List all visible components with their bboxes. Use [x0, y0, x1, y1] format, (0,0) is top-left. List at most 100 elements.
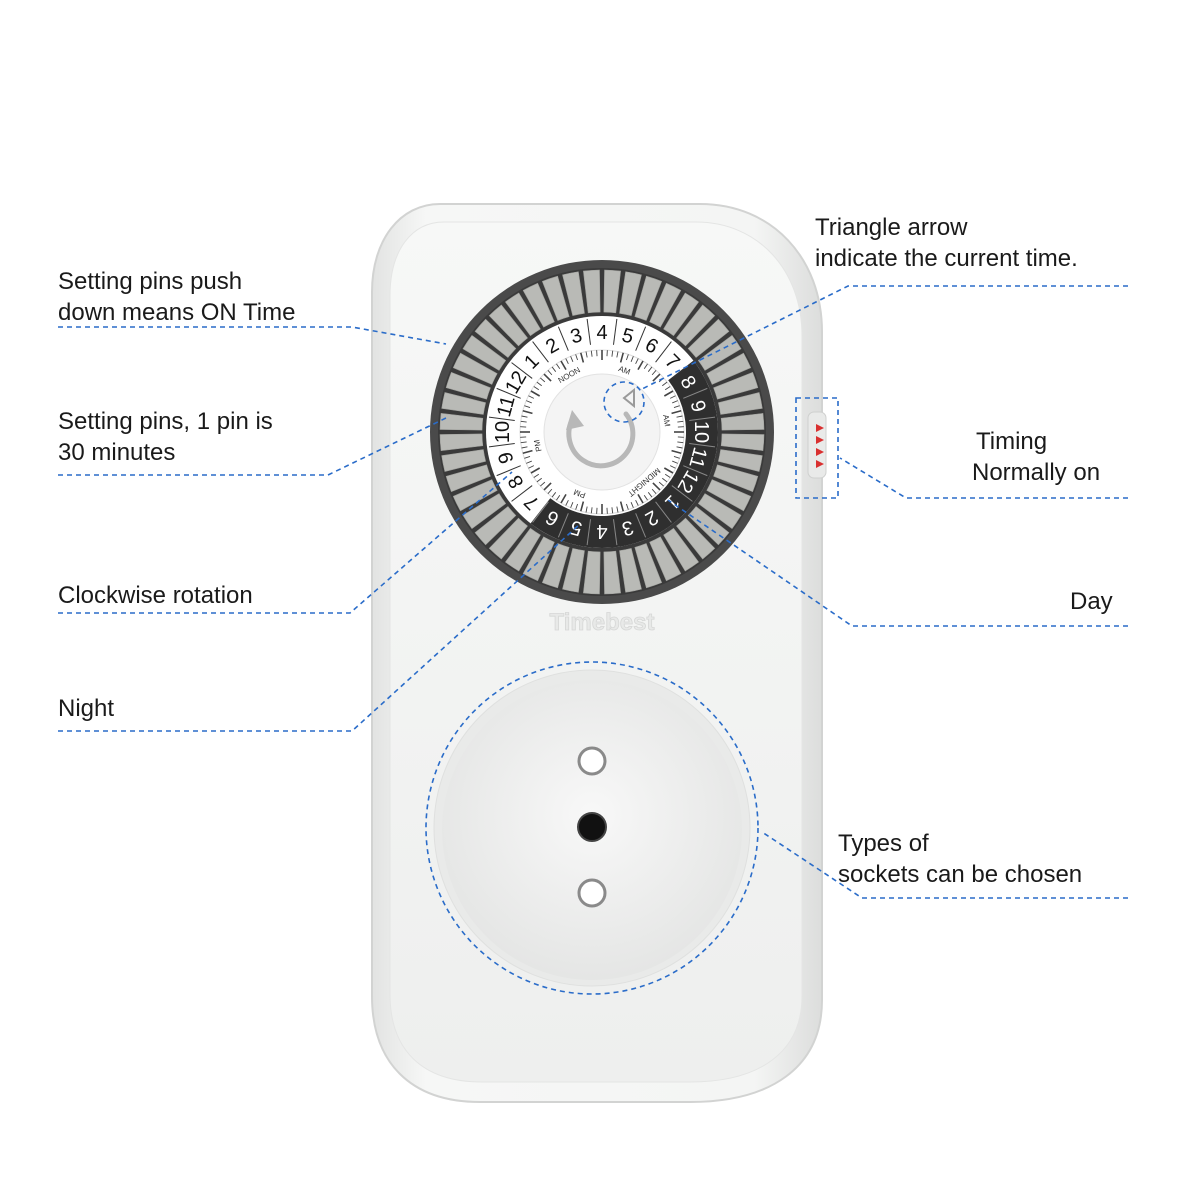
setting-pin[interactable] — [720, 413, 765, 431]
setting-pin[interactable] — [462, 334, 507, 371]
minute-tick — [626, 354, 629, 361]
setting-pin[interactable] — [663, 527, 700, 572]
setting-pin[interactable] — [439, 413, 484, 431]
annotation-line: Timing — [976, 428, 1048, 455]
setting-pin[interactable] — [541, 275, 570, 321]
setting-pin[interactable] — [697, 493, 742, 530]
minute-tick — [672, 400, 678, 404]
annotation-pin-duration: Setting pins, 1 pin is 30 minutes — [58, 406, 273, 468]
setting-pin[interactable] — [687, 506, 730, 546]
setting-pin[interactable] — [649, 282, 682, 328]
setting-pin[interactable] — [720, 433, 765, 451]
hour-divider — [635, 326, 647, 351]
setting-pin[interactable] — [541, 543, 570, 589]
setting-pin[interactable] — [713, 464, 759, 493]
setting-pin[interactable] — [504, 527, 541, 572]
minute-tick — [570, 356, 574, 362]
minute-tick — [616, 351, 619, 358]
minute-tick — [637, 493, 644, 504]
setting-pin[interactable] — [634, 275, 663, 321]
setting-pin[interactable] — [676, 304, 716, 347]
setting-pin[interactable] — [474, 506, 517, 546]
dial-mark: AM — [661, 414, 672, 428]
setting-pin[interactable] — [562, 271, 585, 316]
socket-hole-earth — [577, 812, 607, 842]
minute-tick — [560, 493, 567, 504]
setting-pin[interactable] — [619, 548, 642, 593]
triangle-arrow-icon — [622, 387, 635, 409]
hour-number: 3 — [619, 516, 635, 540]
minute-tick — [619, 352, 624, 363]
setting-pin[interactable] — [583, 550, 601, 595]
minute-tick — [635, 499, 639, 506]
setting-pin[interactable] — [676, 517, 716, 560]
setting-pin[interactable] — [522, 282, 555, 328]
minute-tick — [652, 373, 661, 382]
socket-hole-top — [577, 746, 607, 776]
hour-divider — [671, 362, 693, 379]
minute-tick — [565, 499, 569, 506]
hour-number: 10 — [492, 421, 514, 443]
minute-tick — [673, 405, 680, 408]
dial-mark: PM — [532, 438, 543, 452]
hour-divider — [683, 387, 708, 399]
hour-divider — [586, 318, 592, 345]
setting-pin[interactable] — [445, 371, 491, 400]
minute-tick — [611, 350, 614, 357]
dial-knob[interactable] — [543, 373, 661, 491]
annotation-line: down means ON Time — [58, 299, 296, 326]
setting-pin[interactable] — [649, 536, 682, 582]
minute-tick — [551, 366, 557, 372]
minute-tick — [630, 356, 634, 362]
setting-pin[interactable] — [706, 479, 752, 512]
setting-pin[interactable] — [488, 517, 528, 560]
power-socket — [433, 669, 751, 987]
setting-pin[interactable] — [452, 352, 498, 385]
setting-pin[interactable] — [583, 269, 601, 314]
setting-pin[interactable] — [452, 479, 498, 512]
setting-pin[interactable] — [439, 433, 484, 451]
setting-pin[interactable] — [619, 271, 642, 316]
setting-pin[interactable] — [488, 304, 528, 347]
timing-switch[interactable] — [807, 411, 827, 479]
setting-pin[interactable] — [634, 543, 663, 589]
hour-divider — [689, 416, 716, 422]
minute-tick — [575, 354, 578, 361]
socket-highlight-circle — [425, 661, 759, 995]
minute-tick — [676, 415, 683, 418]
minute-tick — [575, 503, 578, 510]
minute-tick — [637, 360, 644, 371]
setting-pins-ring[interactable] — [439, 269, 765, 595]
annotation-setting-pins-on: Setting pins push down means ON Time — [58, 266, 295, 328]
setting-pin[interactable] — [562, 548, 585, 593]
socket-hole-bottom — [577, 878, 607, 908]
setting-pin[interactable] — [441, 449, 486, 472]
minute-tick — [664, 473, 671, 478]
setting-pin[interactable] — [687, 318, 730, 358]
hour-divider — [488, 442, 515, 448]
setting-pin[interactable] — [504, 292, 541, 337]
setting-pin[interactable] — [462, 493, 507, 530]
setting-pin[interactable] — [441, 392, 486, 415]
hour-divider — [532, 341, 549, 363]
minute-tick — [522, 410, 533, 415]
setting-pin[interactable] — [718, 449, 763, 472]
hour-divider — [557, 513, 569, 538]
setting-pin[interactable] — [474, 318, 517, 358]
annotation-socket-types: Types of sockets can be chosen — [838, 828, 1082, 890]
setting-pin[interactable] — [706, 352, 752, 385]
minute-tick — [619, 501, 624, 512]
setting-pin[interactable] — [603, 550, 621, 595]
annotation-timing-normally-on: Timing Normally on — [972, 426, 1100, 488]
setting-pin[interactable] — [445, 464, 491, 493]
annotation-triangle-arrow: Triangle arrow indicate the current time… — [815, 212, 1078, 274]
setting-pin[interactable] — [603, 269, 621, 314]
dial-mark: AM — [617, 364, 632, 377]
setting-pin[interactable] — [718, 392, 763, 415]
setting-pin[interactable] — [663, 292, 700, 337]
setting-pin[interactable] — [713, 371, 759, 400]
minute-tick — [536, 477, 542, 483]
setting-pin[interactable] — [522, 536, 555, 582]
setting-pin[interactable] — [697, 334, 742, 371]
